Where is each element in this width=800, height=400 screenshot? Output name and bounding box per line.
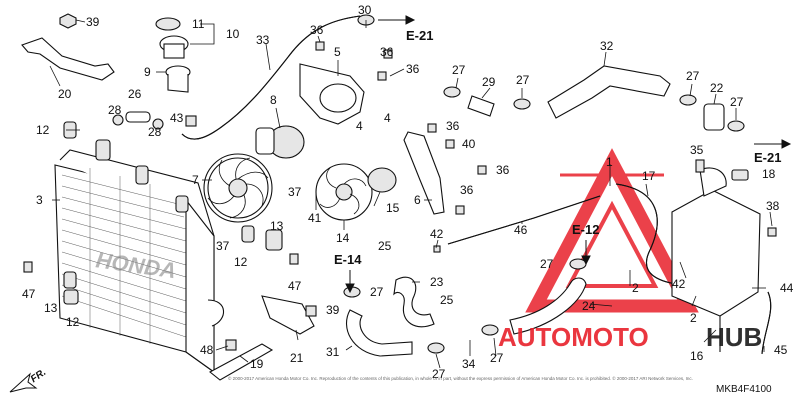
callout-label: 36 xyxy=(380,45,394,59)
callout-label: 2 xyxy=(690,311,697,325)
callout-label: 27 xyxy=(516,73,530,87)
callout-label: 16 xyxy=(690,349,704,363)
coolant-hoses xyxy=(345,65,772,357)
reservoir-tank xyxy=(671,167,761,352)
callout-label: 19 xyxy=(250,357,264,371)
fan-motor-assembly xyxy=(63,63,445,305)
callout-label: 47 xyxy=(22,287,36,301)
callout-label: 37 xyxy=(288,185,302,199)
callout-label: 41 xyxy=(308,211,322,225)
callout-label: 47 xyxy=(288,279,302,293)
callout-label: 4 xyxy=(384,111,391,125)
callout-label: 39 xyxy=(86,15,100,29)
callout-label: 27 xyxy=(452,63,466,77)
leader-lines xyxy=(49,19,773,369)
callout-labels: 39 11 10 30 20 9 33 36 5 36 36 27 29 27 … xyxy=(22,3,794,381)
callout-label: 36 xyxy=(460,183,474,197)
reference-label: E-14 xyxy=(334,252,362,267)
callout-label: 25 xyxy=(440,293,454,307)
callout-label: 32 xyxy=(600,39,614,53)
callout-label: 14 xyxy=(336,231,350,245)
reference-label: E-12 xyxy=(572,222,599,237)
callout-label: 46 xyxy=(514,223,528,237)
callout-label: 45 xyxy=(774,343,788,357)
callout-label: 12 xyxy=(66,315,80,329)
callout-label: 13 xyxy=(270,219,284,233)
watermark-logo xyxy=(525,148,699,313)
callout-label: 10 xyxy=(226,27,240,41)
diagram-code: MKB4F4100 xyxy=(716,384,772,395)
lower-brackets xyxy=(209,295,317,381)
callout-label: 44 xyxy=(780,281,794,295)
callout-label: 27 xyxy=(730,95,744,109)
callout-label: 6 xyxy=(414,193,421,207)
watermark-text-b: HUB xyxy=(706,322,762,352)
callout-label: 13 xyxy=(44,301,58,315)
callout-label: 12 xyxy=(36,123,50,137)
callout-label: 15 xyxy=(386,201,400,215)
callout-label: 48 xyxy=(200,343,214,357)
reference-label: E-21 xyxy=(406,28,433,43)
callout-label: 31 xyxy=(326,345,340,359)
reference-label: E-21 xyxy=(754,150,781,165)
callout-label: 42 xyxy=(672,277,686,291)
callout-label: 4 xyxy=(356,119,363,133)
callout-label: 22 xyxy=(710,81,724,95)
callout-label: 21 xyxy=(290,351,304,365)
callout-label: 40 xyxy=(462,137,476,151)
callout-label: 23 xyxy=(430,275,444,289)
callout-label: 5 xyxy=(334,45,341,59)
callout-label: 25 xyxy=(378,239,392,253)
callout-label: 36 xyxy=(446,119,460,133)
callout-label: 1 xyxy=(606,155,613,169)
callout-label: 35 xyxy=(690,143,704,157)
callout-label: 26 xyxy=(128,87,142,101)
callout-label: 33 xyxy=(256,33,270,47)
watermark-text-a: AUTOMOTO xyxy=(498,322,649,352)
callout-label: 20 xyxy=(58,87,72,101)
callout-label: 36 xyxy=(406,62,420,76)
callout-label: 39 xyxy=(326,303,340,317)
callout-label: 7 xyxy=(192,173,199,187)
callout-label: 38 xyxy=(766,199,780,213)
callout-label: 17 xyxy=(642,169,656,183)
callout-label: 30 xyxy=(358,3,372,17)
reference-arrows xyxy=(9,15,792,393)
callout-label: 3 xyxy=(36,193,43,207)
callout-label: 9 xyxy=(144,65,151,79)
callout-label: 2 xyxy=(632,281,639,295)
callout-label: 28 xyxy=(108,103,122,117)
callout-label: 27 xyxy=(370,285,384,299)
callout-label: 42 xyxy=(430,227,444,241)
front-direction-label: FR. xyxy=(29,367,49,385)
callout-label: 27 xyxy=(686,69,700,83)
callout-label: 24 xyxy=(582,299,596,313)
callout-label: 28 xyxy=(148,125,162,139)
callout-label: 11 xyxy=(192,17,205,31)
callout-label: 43 xyxy=(170,111,184,125)
callout-label: 8 xyxy=(270,93,277,107)
callout-label: 37 xyxy=(216,239,230,253)
callout-label: 18 xyxy=(762,167,776,181)
callout-label: 27 xyxy=(432,367,446,381)
callout-label: 34 xyxy=(462,357,476,371)
callout-label: 27 xyxy=(490,351,504,365)
copyright-text: © 2000-2017 American Honda Motor Co. Inc… xyxy=(228,375,693,381)
callout-label: 12 xyxy=(234,255,248,269)
callout-label: 27 xyxy=(540,257,554,271)
bolts xyxy=(23,41,777,273)
callout-label: 29 xyxy=(482,75,496,89)
callout-label: 36 xyxy=(496,163,510,177)
callout-label: 36 xyxy=(310,23,324,37)
